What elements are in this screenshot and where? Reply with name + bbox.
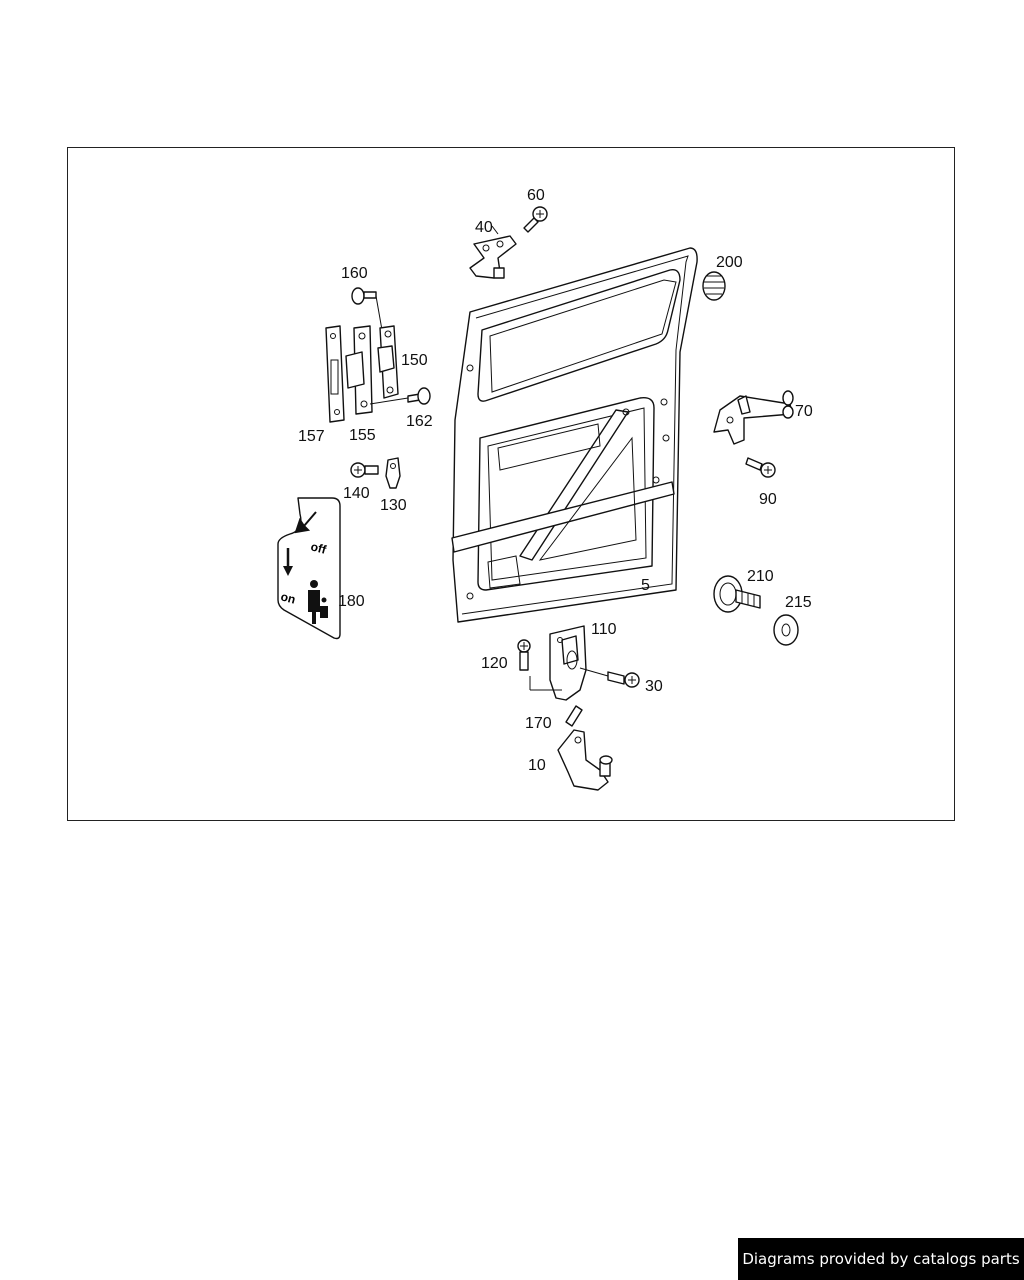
label-210: 210 — [747, 568, 774, 585]
screw-160 — [351, 287, 377, 305]
bolt-210 — [713, 575, 761, 613]
label-157: 157 — [298, 428, 325, 445]
decal-on-text: on — [279, 589, 297, 606]
label-60: 60 — [527, 187, 545, 204]
washer-215 — [773, 614, 799, 646]
label-140: 140 — [343, 485, 370, 502]
screw-60 — [523, 206, 548, 233]
label-180: 180 — [338, 593, 365, 610]
pin-170 — [565, 705, 583, 727]
bumper-200 — [702, 271, 726, 301]
screw-90 — [745, 457, 776, 478]
label-170: 170 — [525, 715, 552, 732]
upper-bracket-40 — [469, 235, 517, 279]
label-5: 5 — [641, 577, 650, 594]
striker-plate-150 — [377, 325, 399, 399]
label-10: 10 — [528, 757, 546, 774]
label-200: 200 — [716, 254, 743, 271]
lower-bracket-110 — [549, 625, 587, 701]
sliding-door-panel — [451, 247, 698, 623]
screw-140 — [350, 462, 379, 478]
label-155: 155 — [349, 427, 376, 444]
warning-decal-180: off on — [277, 497, 341, 640]
label-90: 90 — [759, 491, 777, 508]
label-160: 160 — [341, 265, 368, 282]
label-162: 162 — [406, 413, 433, 430]
label-70: 70 — [795, 403, 813, 420]
clip-130 — [385, 457, 401, 489]
label-30: 30 — [645, 678, 663, 695]
hinge-70 — [713, 390, 794, 445]
screw-120 — [517, 639, 531, 671]
label-40: 40 — [475, 219, 493, 236]
screw-30 — [607, 671, 640, 688]
label-150: 150 — [401, 352, 428, 369]
roller-carriage-10 — [557, 729, 613, 791]
label-120: 120 — [481, 655, 508, 672]
footer-credit-text: Diagrams provided by catalogs parts — [742, 1250, 1020, 1268]
lock-plate-155 — [345, 325, 373, 415]
footer-credit-badge: Diagrams provided by catalogs parts — [738, 1238, 1024, 1280]
cover-plate-157 — [325, 325, 345, 423]
label-110: 110 — [591, 621, 617, 638]
screw-162 — [407, 387, 431, 405]
label-215: 215 — [785, 594, 812, 611]
decal-off-text: off — [309, 539, 328, 557]
label-130: 130 — [380, 497, 407, 514]
